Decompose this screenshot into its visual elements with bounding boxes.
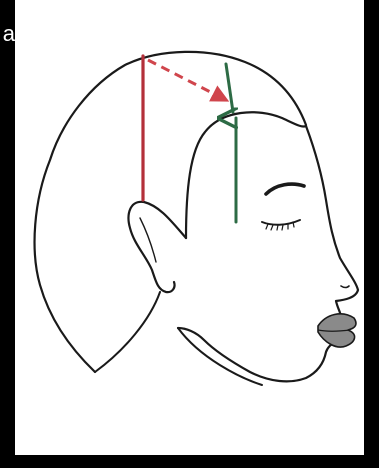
green-upper-segment <box>226 64 233 112</box>
head-outline-icon <box>35 52 306 372</box>
neck-line <box>95 292 160 372</box>
ear-inner-line <box>140 218 156 262</box>
eyebrow-icon <box>266 184 304 194</box>
jaw-line <box>178 328 262 385</box>
red-dashed-arrow <box>148 60 226 100</box>
nostril-mark <box>341 286 349 288</box>
ear-icon <box>129 202 186 292</box>
hairline-icon <box>186 112 306 238</box>
